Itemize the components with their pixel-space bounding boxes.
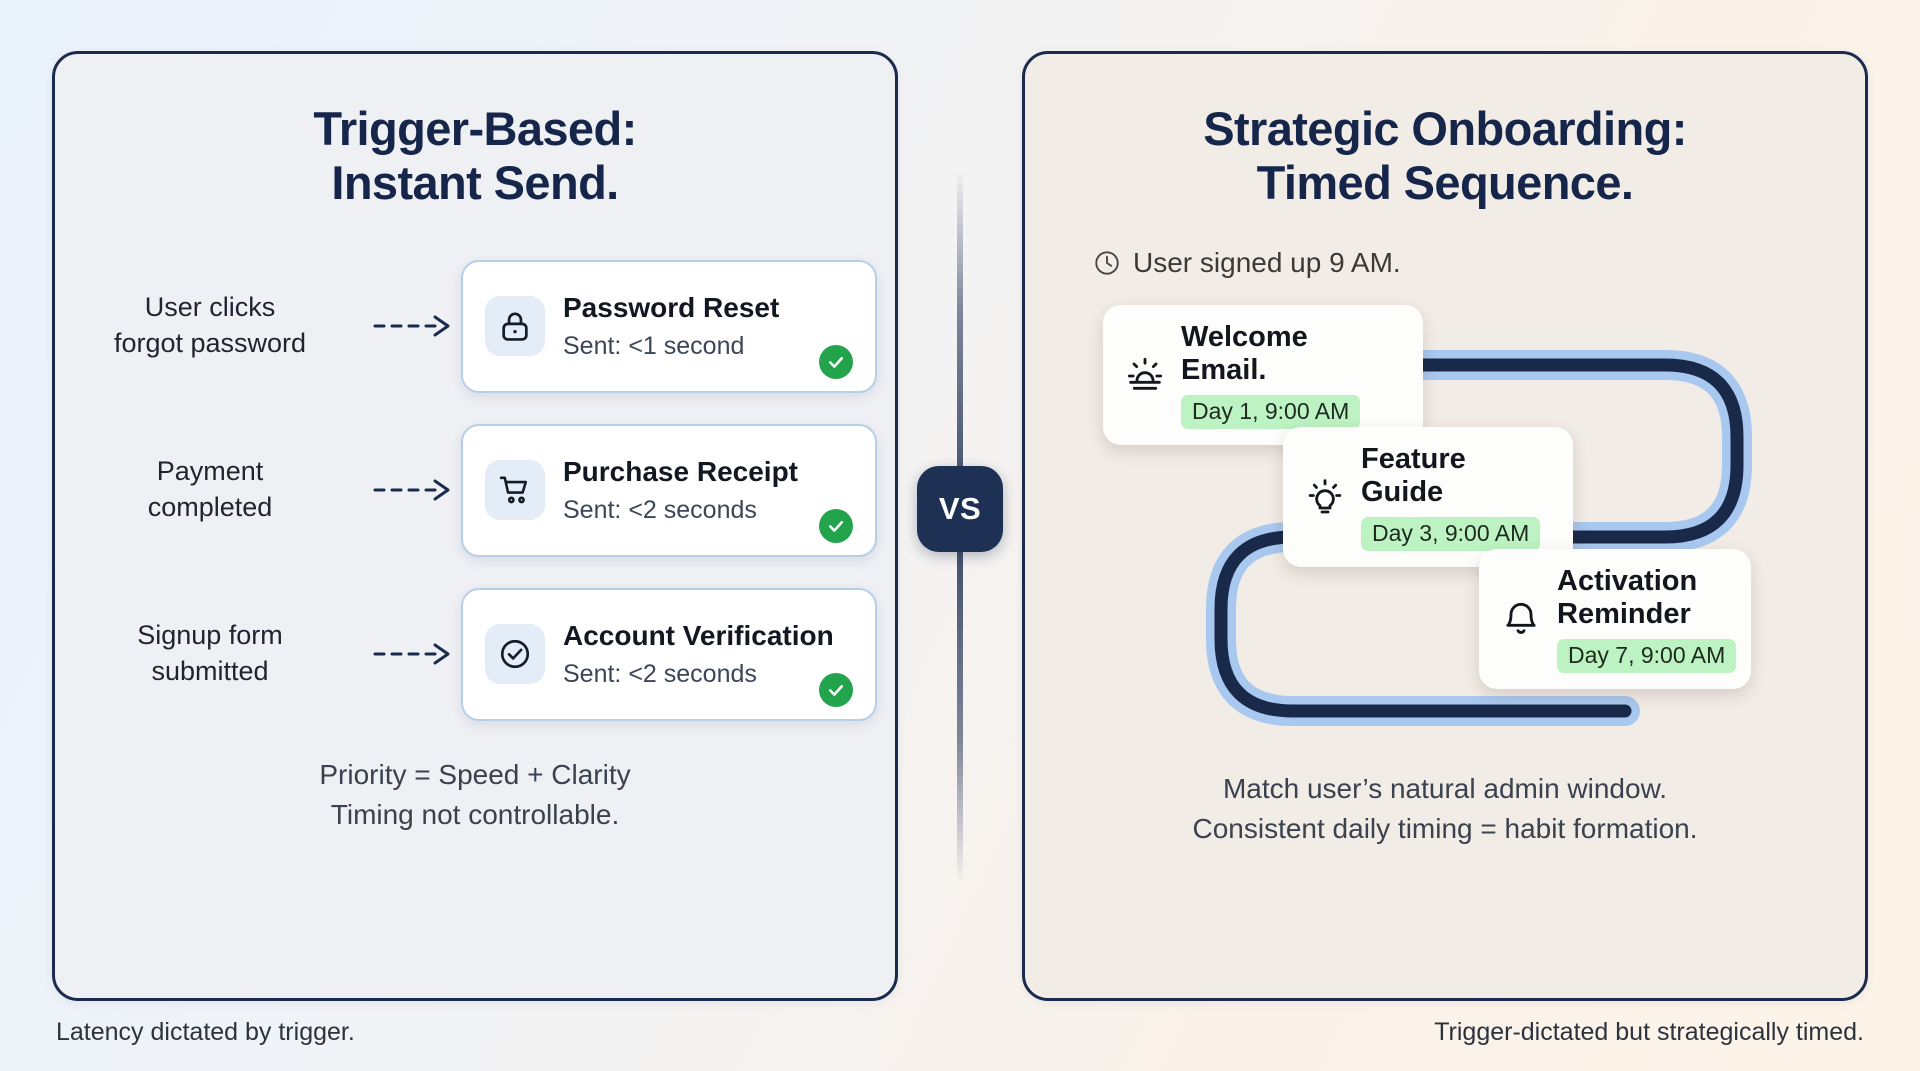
dashed-arrow-right-icon xyxy=(373,477,461,503)
trigger-label: Signup form submitted xyxy=(55,618,373,690)
check-circle-icon xyxy=(819,672,853,707)
sequence-card-title: Activation Reminder xyxy=(1557,565,1698,630)
email-card-subtitle: Sent: <2 seconds xyxy=(563,660,757,689)
left-panel-title-line1: Trigger-Based: xyxy=(313,102,637,155)
shopping-cart-icon xyxy=(485,460,545,521)
email-card-body: Purchase Receipt Sent: <2 seconds xyxy=(563,455,819,526)
sequence-card-chip: Day 7, 9:00 AM xyxy=(1557,639,1737,674)
right-panel-footnote: Match user’s natural admin window. Consi… xyxy=(1025,769,1865,849)
sequence-card[interactable]: Feature Guide Day 3, 9:00 AM xyxy=(1283,427,1573,568)
left-panel-footnote: Priority = Speed + Clarity Timing not co… xyxy=(55,755,895,835)
right-footnote-line2: Consistent daily timing = habit formatio… xyxy=(1192,812,1698,844)
right-panel-title-line2: Timed Sequence. xyxy=(1256,155,1634,209)
email-card-title: Account Verification xyxy=(563,619,834,651)
signup-time-text: User signed up 9 AM. xyxy=(1133,247,1401,279)
trigger-label: User clicks forgot password xyxy=(55,290,373,362)
sequence-card-body: Welcome Email. Day 1, 9:00 AM xyxy=(1181,321,1401,430)
lock-icon xyxy=(485,296,545,357)
email-card[interactable]: Password Reset Sent: <1 second xyxy=(461,259,877,393)
trigger-row: User clicks forgot password xyxy=(55,255,895,397)
trigger-label-line1: Signup form xyxy=(137,620,283,651)
check-circle-outline-icon xyxy=(485,624,545,685)
trigger-row: Signup form submitted xyxy=(55,583,895,725)
email-card[interactable]: Account Verification Sent: <2 seconds xyxy=(461,587,877,721)
sequence-card-body: Activation Reminder Day 7, 9:00 AM xyxy=(1557,565,1737,674)
left-footnote-line2: Timing not controllable. xyxy=(330,798,620,830)
left-footnote-line1: Priority = Speed + Clarity xyxy=(319,759,631,791)
email-card-title: Purchase Receipt xyxy=(563,455,798,487)
sequence-card-title: Welcome Email. xyxy=(1181,321,1308,386)
trigger-label: Payment completed xyxy=(55,454,373,526)
right-panel-title: Strategic Onboarding: Timed Sequence. xyxy=(1025,102,1865,209)
trigger-label-line2: completed xyxy=(147,492,273,523)
signup-time-note: User signed up 9 AM. xyxy=(1093,247,1865,279)
trigger-rows: User clicks forgot password xyxy=(55,255,895,725)
right-footnote-line1: Match user’s natural admin window. xyxy=(1222,773,1668,805)
email-card[interactable]: Purchase Receipt Sent: <2 seconds xyxy=(461,423,877,557)
sequence-card-title: Feature Guide xyxy=(1361,443,1466,508)
email-card-body: Account Verification Sent: <2 seconds xyxy=(563,619,834,690)
left-panel-title-line2: Instant Send. xyxy=(331,155,619,209)
trigger-label-line2: submitted xyxy=(151,656,269,687)
panel-strategic-onboarding: Strategic Onboarding: Timed Sequence. Us… xyxy=(1022,51,1868,1001)
bell-icon xyxy=(1501,599,1541,639)
email-card-title: Password Reset xyxy=(563,291,780,323)
trigger-label-line1: Payment xyxy=(156,456,264,487)
sunrise-icon xyxy=(1125,355,1165,395)
right-caption: Trigger-dictated but strategically timed… xyxy=(1434,1018,1864,1046)
vs-divider: VS xyxy=(917,170,1003,882)
clock-icon xyxy=(1093,249,1121,277)
lightbulb-icon xyxy=(1305,477,1345,517)
dashed-arrow-right-icon xyxy=(373,641,461,667)
vs-badge: VS xyxy=(917,466,1003,552)
trigger-label-line2: forgot password xyxy=(113,328,307,359)
check-circle-icon xyxy=(819,344,853,379)
email-card-subtitle: Sent: <1 second xyxy=(563,332,745,361)
sequence-card-body: Feature Guide Day 3, 9:00 AM xyxy=(1361,443,1551,552)
dashed-arrow-right-icon xyxy=(373,313,461,339)
email-card-body: Password Reset Sent: <1 second xyxy=(563,291,819,362)
trigger-label-line1: User clicks xyxy=(144,292,276,323)
left-panel-title: Trigger-Based: Instant Send. xyxy=(55,102,895,209)
sequence-card-chip: Day 1, 9:00 AM xyxy=(1181,395,1361,430)
check-circle-icon xyxy=(819,508,853,543)
right-panel-title-line1: Strategic Onboarding: xyxy=(1203,102,1687,155)
panel-trigger-based: Trigger-Based: Instant Send. User clicks… xyxy=(52,51,898,1001)
sequence-card[interactable]: Welcome Email. Day 1, 9:00 AM xyxy=(1103,305,1423,446)
email-card-subtitle: Sent: <2 seconds xyxy=(563,496,757,525)
sequence-card[interactable]: Activation Reminder Day 7, 9:00 AM xyxy=(1479,549,1751,690)
timed-sequence-area: Welcome Email. Day 1, 9:00 AM Feature Gu… xyxy=(1025,287,1865,739)
trigger-row: Payment completed xyxy=(55,419,895,561)
sequence-card-chip: Day 3, 9:00 AM xyxy=(1361,517,1541,552)
left-caption: Latency dictated by trigger. xyxy=(56,1018,355,1046)
